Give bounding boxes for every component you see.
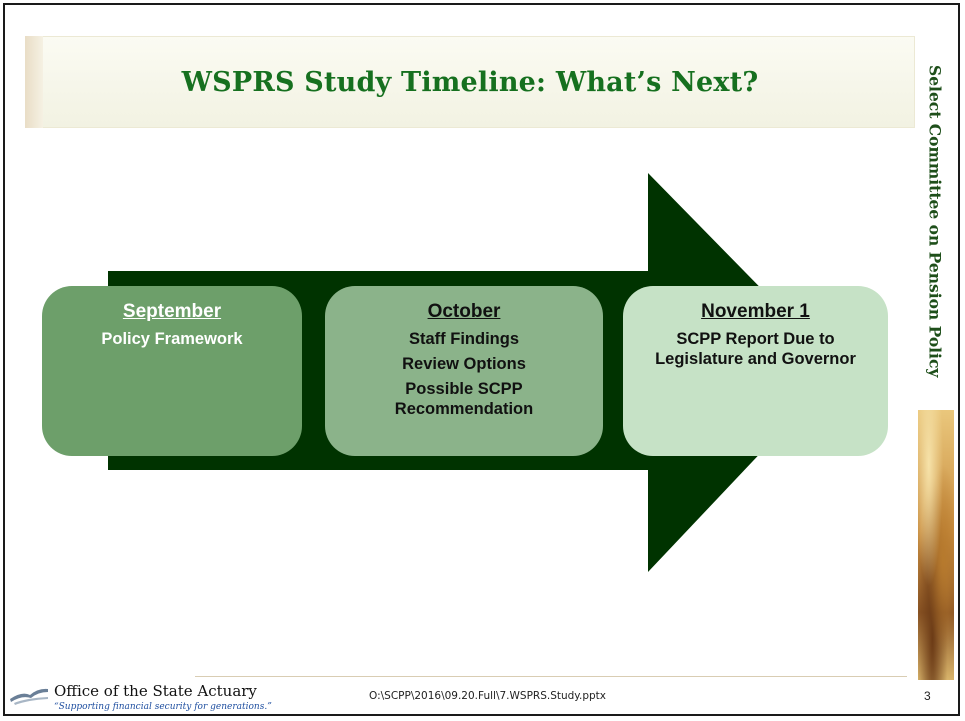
- box-heading: November 1: [701, 301, 810, 322]
- title-band: [25, 36, 915, 128]
- side-title: Select Committee on Pension Policy: [925, 64, 945, 378]
- box-line: Policy Framework: [101, 330, 243, 348]
- org-name: Office of the State Actuary: [54, 682, 257, 700]
- osa-logo-icon: [10, 688, 48, 705]
- timeline-box-november: November 1 SCPP Report Due to Legislatur…: [623, 286, 888, 456]
- file-path: O:\SCPP\2016\09.20.Full\7.WSPRS.Study.pp…: [369, 690, 607, 702]
- side-decorative-image: [918, 410, 954, 680]
- box-line: SCPP Report Due to Legislature and Gover…: [655, 330, 856, 368]
- box-heading: October: [427, 301, 501, 322]
- timeline-box-october: October Staff Findings Review Options Po…: [325, 286, 603, 456]
- box-line: Staff Findings: [409, 330, 519, 348]
- box-line: Possible SCPP Recommendation: [394, 380, 534, 418]
- slide-title: WSPRS Study Timeline: What’s Next?: [181, 66, 759, 98]
- page-number: 3: [924, 689, 931, 703]
- box-line: Review Options: [402, 355, 526, 373]
- footer-divider: [195, 676, 907, 677]
- timeline-box-september: September Policy Framework: [42, 286, 302, 456]
- box-heading: September: [122, 301, 222, 322]
- org-tagline: “Supporting financial security for gener…: [54, 702, 272, 712]
